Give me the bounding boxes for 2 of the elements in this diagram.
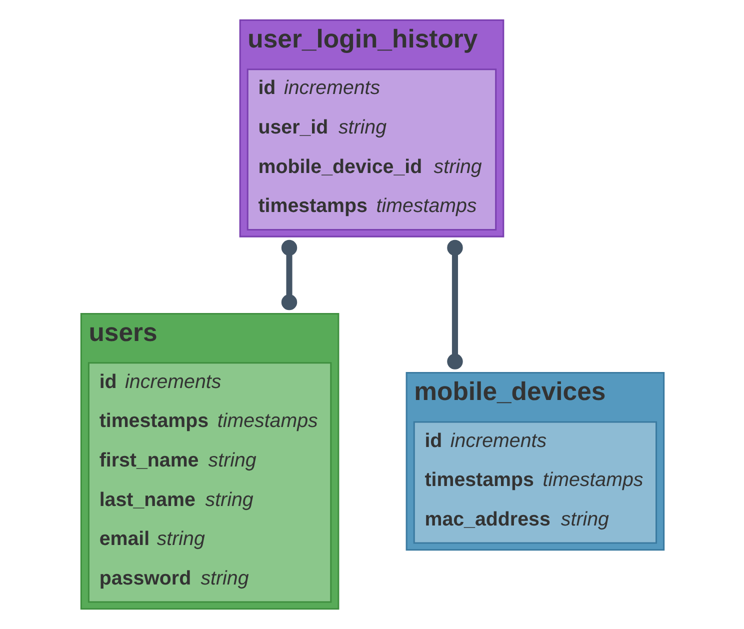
connector — [280, 240, 297, 310]
connector — [446, 240, 462, 370]
